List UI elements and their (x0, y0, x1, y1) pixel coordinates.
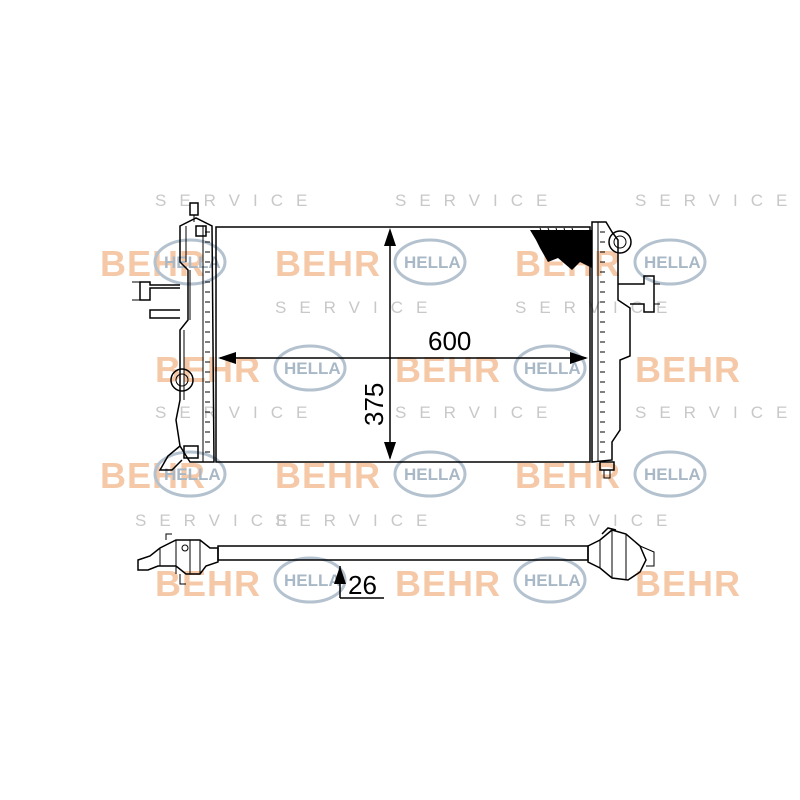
watermark-hella: HELLA (513, 556, 587, 604)
watermark-layer: SERVICE SERVICE SERVICE SERVICE SERVICE … (100, 191, 800, 604)
watermark-service: SERVICE (635, 403, 800, 422)
dimension-width: 600 (218, 326, 588, 364)
watermark-behr: BEHR (275, 455, 381, 496)
watermark-service: SERVICE (275, 298, 440, 317)
watermark-service: SERVICE (395, 191, 560, 210)
height-dimension-label: 375 (359, 383, 389, 426)
radiator-front-view (132, 202, 660, 479)
watermark-hella: HELLA (513, 344, 587, 392)
side-right-fitting (587, 527, 655, 581)
watermark-behr: BEHR (155, 349, 261, 390)
watermark-hella: HELLA (633, 450, 707, 498)
watermark-service: SERVICE (515, 298, 680, 317)
svg-text:HELLA: HELLA (284, 571, 341, 590)
left-tank (132, 202, 215, 471)
watermark-behr: BEHR (275, 243, 381, 284)
watermark-behr: BEHR (635, 349, 741, 390)
watermark-hella: HELLA (153, 450, 227, 498)
watermark-service: SERVICE (135, 511, 300, 530)
watermark-service: SERVICE (275, 511, 440, 530)
svg-text:HELLA: HELLA (164, 253, 221, 272)
depth-dimension-label: 26 (348, 570, 377, 600)
watermark-hella: HELLA (273, 556, 347, 604)
watermark-service: SERVICE (155, 403, 320, 422)
watermark-behr: BEHR (395, 563, 501, 604)
radiator-side-view: 26 (137, 527, 655, 600)
svg-text:HELLA: HELLA (284, 359, 341, 378)
watermark-behr: BEHR (155, 563, 261, 604)
radiator-core (215, 226, 591, 463)
dimension-depth: 26 (334, 566, 384, 600)
side-core (217, 545, 589, 561)
watermark-behr: BEHR (635, 563, 741, 604)
svg-text:HELLA: HELLA (524, 571, 581, 590)
svg-text:HELLA: HELLA (404, 465, 461, 484)
side-left-fitting (137, 533, 219, 585)
core-shading (530, 230, 592, 270)
watermark-behr: BEHR (100, 455, 206, 496)
svg-text:HELLA: HELLA (644, 253, 701, 272)
svg-text:HELLA: HELLA (164, 465, 221, 484)
watermark-hella: HELLA (393, 238, 467, 286)
watermark-hella: HELLA (393, 450, 467, 498)
svg-text:HELLA: HELLA (404, 253, 461, 272)
width-dimension-label: 600 (428, 326, 471, 356)
watermark-hella: HELLA (273, 344, 347, 392)
watermark-service: SERVICE (635, 191, 800, 210)
watermark-hella: HELLA (633, 238, 707, 286)
dimension-height: 375 (359, 228, 396, 460)
watermark-service: SERVICE (515, 511, 680, 530)
watermark-service: SERVICE (155, 191, 320, 210)
svg-text:HELLA: HELLA (644, 465, 701, 484)
watermark-behr: BEHR (395, 349, 501, 390)
right-tank (591, 221, 660, 479)
svg-text:HELLA: HELLA (524, 359, 581, 378)
watermark-service: SERVICE (395, 403, 560, 422)
